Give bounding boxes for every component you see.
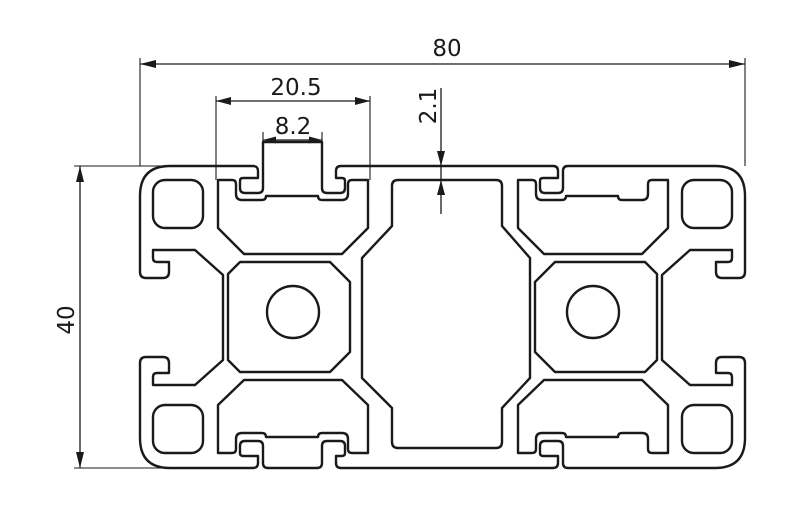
slot-pitch-label: 20.5 xyxy=(270,75,321,101)
center-bore-left xyxy=(265,284,321,340)
corner-cavity-bottom-right xyxy=(680,403,734,455)
corner-cavity-bottom-left xyxy=(151,403,205,455)
height-arrow-bottom xyxy=(76,452,84,468)
width-label: 80 xyxy=(432,36,461,62)
corner-cavity-top-right xyxy=(680,178,734,230)
height-label: 40 xyxy=(54,305,80,334)
wall-arrow-top xyxy=(437,151,445,166)
wall-label: 2.1 xyxy=(416,88,442,125)
slot-opening-arrow-left xyxy=(263,136,276,144)
slot-opening-arrow-right xyxy=(309,136,322,144)
center-cavity xyxy=(360,178,532,450)
slot-pitch-arrow-right xyxy=(355,97,370,105)
profile-outline xyxy=(138,140,747,470)
slot-chamber-top-right xyxy=(516,178,670,256)
height-arrow-top xyxy=(76,166,84,182)
wall-arrow-bottom xyxy=(437,180,445,195)
slot-pitch-arrow-left xyxy=(216,97,231,105)
side-slot-left xyxy=(226,260,352,374)
slot-opening-label: 8.2 xyxy=(275,114,312,140)
corner-cavity-top-left xyxy=(151,178,205,230)
width-arrow-right xyxy=(729,60,745,68)
center-bore-right xyxy=(565,284,621,340)
slot-chamber-bottom-right xyxy=(516,378,670,455)
slot-chamber-bottom-left xyxy=(216,378,370,455)
slot-chamber-top-left xyxy=(216,178,370,256)
width-arrow-left xyxy=(140,60,156,68)
side-slot-right xyxy=(533,260,659,374)
